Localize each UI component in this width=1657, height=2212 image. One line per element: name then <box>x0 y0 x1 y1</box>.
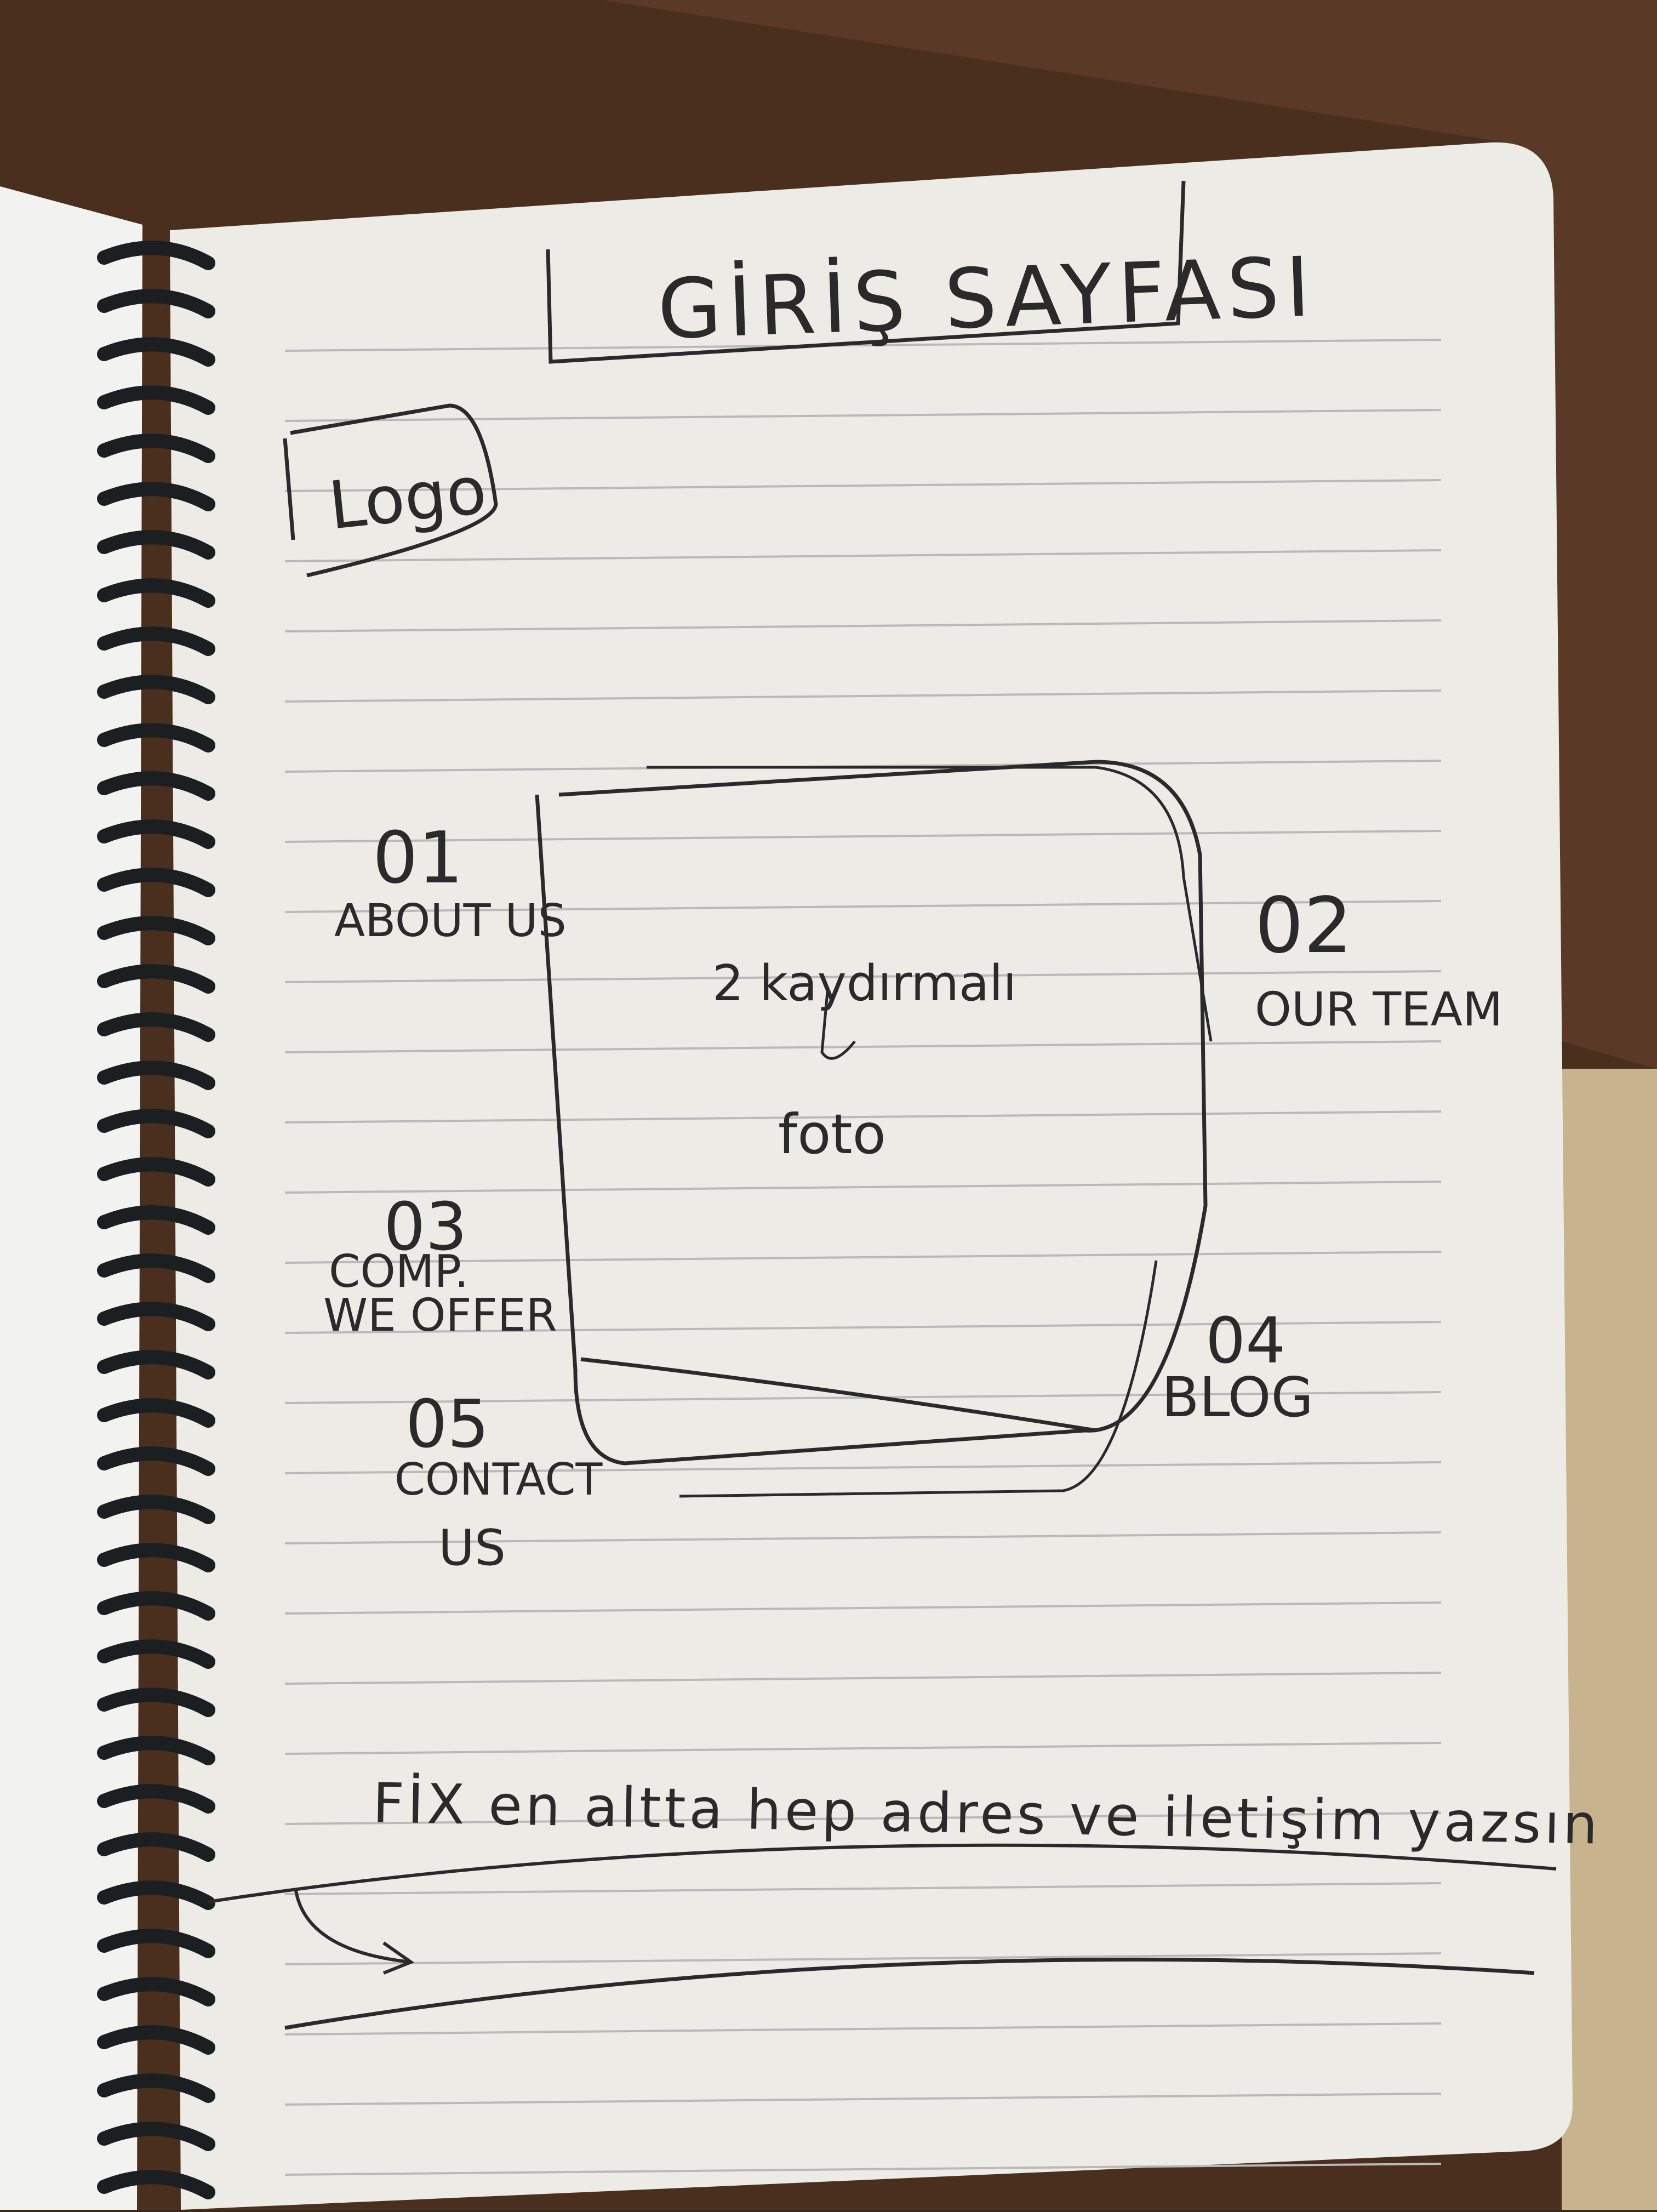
ruled-line <box>284 339 1442 352</box>
nav-label-we-offer: WE OFFER <box>323 1290 557 1342</box>
spiral-coil <box>97 1061 215 1090</box>
ruled-line <box>284 1531 1442 1544</box>
spiral-coil <box>97 385 215 415</box>
spiral-coil <box>97 1398 215 1428</box>
nav-number-02: 02 <box>1255 881 1353 971</box>
spiral-coil <box>97 1543 215 1572</box>
photo-frame-divider <box>580 1357 1096 1433</box>
page-title: GİRİŞ SAYFASI <box>656 240 1318 358</box>
spiral-coil <box>97 1687 215 1717</box>
spiral-coil <box>97 1832 215 1862</box>
ruled-lines <box>284 339 1442 2176</box>
spiral-coil <box>97 1495 215 1524</box>
spiral-coil <box>97 964 215 994</box>
center-note: 2 kaydırmalı <box>712 955 1017 1012</box>
spiral-coil <box>97 1639 215 1669</box>
spiral-coil <box>97 868 215 897</box>
spiral-coil <box>97 1446 215 1476</box>
ruled-line <box>284 409 1442 422</box>
spiral-coil <box>97 1302 215 1331</box>
ruled-line <box>284 1601 1442 1615</box>
spiral-coil <box>97 675 215 704</box>
nav-number-03: 03 <box>384 1189 467 1265</box>
spiral-coil <box>97 1205 215 1235</box>
spiral-coil <box>97 337 215 367</box>
nav-label-us: US <box>438 1519 506 1577</box>
photo-frame-shadow <box>647 766 1213 1498</box>
spiral-coil <box>97 2170 215 2199</box>
spiral-coil <box>97 289 215 318</box>
spiral-coil <box>97 482 215 511</box>
ruled-line <box>284 619 1442 632</box>
ruled-line <box>284 479 1442 492</box>
ruled-line <box>284 1812 1442 1825</box>
spiral-binding <box>97 241 215 2199</box>
spiral-coil <box>97 2122 215 2151</box>
arrow-down-icon <box>820 991 856 1060</box>
logo-box <box>283 403 498 578</box>
nav-label-comp: COMP. <box>329 1246 469 1298</box>
ruled-line <box>284 1321 1442 1334</box>
spiral-coil <box>97 1977 215 2006</box>
photo-frame <box>535 760 1208 1466</box>
ruled-line <box>284 1251 1442 1264</box>
ruled-line <box>284 2093 1442 2106</box>
ruled-line <box>284 900 1442 913</box>
background-object <box>1562 1069 1657 2210</box>
spiral-coil <box>97 1253 215 1283</box>
spiral-coil <box>97 1929 215 1958</box>
arrow-curve-icon <box>294 1890 415 1975</box>
spiral-coil <box>97 1591 215 1621</box>
spiral-coil <box>97 1012 215 1042</box>
ruled-line <box>284 1181 1442 1194</box>
ruled-line <box>284 2022 1442 2036</box>
ruled-line <box>284 689 1442 703</box>
nav-number-05: 05 <box>405 1387 489 1463</box>
nav-number-04: 04 <box>1205 1304 1286 1378</box>
footer-line-bottom <box>284 1957 1535 2030</box>
spiral-coil <box>97 1157 215 1187</box>
ruled-line <box>284 1461 1442 1474</box>
spiral-coil <box>97 530 215 560</box>
spiral-coil <box>97 1784 215 1814</box>
spiral-coil <box>97 578 215 608</box>
ruled-line <box>284 970 1442 983</box>
spiral-coil <box>97 2073 215 2103</box>
nav-label-about-us: ABOUT US <box>334 895 567 947</box>
spiral-coil <box>97 1880 215 1910</box>
ruled-line <box>284 1882 1442 1895</box>
spiral-coil <box>97 241 215 270</box>
spiral-coil <box>97 1350 215 1379</box>
logo-placeholder: Logo <box>325 452 490 545</box>
spiral-coil <box>97 819 215 849</box>
desk-wood-panel <box>603 0 1657 1069</box>
ruled-line <box>284 1672 1442 1685</box>
ruled-line <box>284 2163 1442 2176</box>
ruled-line <box>284 1952 1442 1965</box>
ruled-line <box>284 830 1442 843</box>
spiral-coil <box>97 434 215 463</box>
nav-label-our-team: OUR TEAM <box>1255 983 1503 1037</box>
spiral-coil <box>97 771 215 801</box>
ruled-line <box>284 1391 1442 1404</box>
nav-label-contact: CONTACT <box>395 1454 603 1505</box>
spiral-coil <box>97 723 215 752</box>
ruled-line <box>284 1742 1442 1755</box>
nav-number-01: 01 <box>373 816 464 899</box>
spiral-coil <box>97 1109 215 1138</box>
center-label: foto <box>778 1102 886 1166</box>
ruled-line <box>284 1040 1442 1053</box>
notebook-page <box>170 142 1573 2210</box>
title-box <box>546 180 1186 364</box>
spiral-coil <box>97 1736 215 1765</box>
spiral-coil <box>97 916 215 945</box>
ruled-line <box>284 1110 1442 1124</box>
nav-label-blog: BLOG <box>1162 1365 1313 1429</box>
spiral-coil <box>97 626 215 656</box>
footer-line-top <box>208 1843 1557 1903</box>
spiral-coil <box>97 2025 215 2055</box>
ruled-line <box>284 549 1442 562</box>
